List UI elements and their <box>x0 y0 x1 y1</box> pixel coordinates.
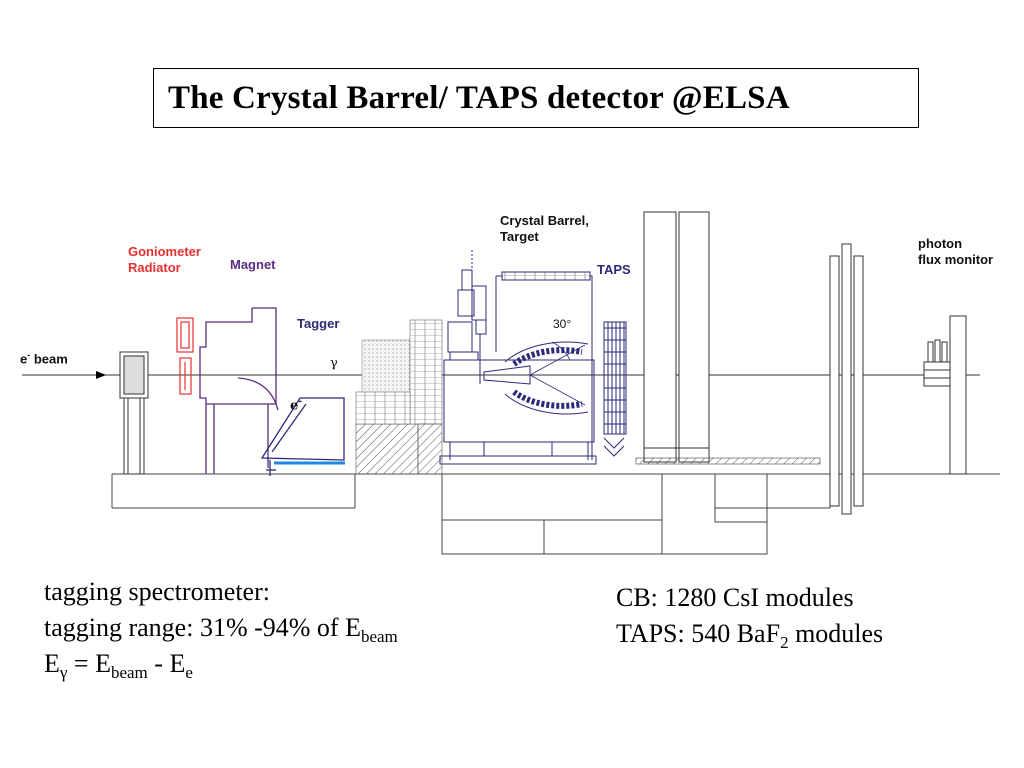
magnet-shape <box>199 307 279 474</box>
title-box: The Crystal Barrel/ TAPS detector @ELSA <box>153 68 919 128</box>
beam-label-sup: - <box>27 350 31 360</box>
flux-monitor-label: photon flux monitor <box>918 236 993 268</box>
goniometer-shape <box>176 317 194 395</box>
goniometer-label-line1: Goniometer <box>128 244 201 259</box>
taps-detector <box>603 321 627 457</box>
crystal-barrel-assembly <box>439 250 597 465</box>
tagging-info: tagging spectrometer: tagging range: 31%… <box>44 574 398 682</box>
beam-label-e: e <box>20 351 28 367</box>
radiator-stand <box>119 351 149 475</box>
formula-eq: = E <box>67 649 111 678</box>
cb-modules: CB: 1280 CsI modules <box>616 583 854 612</box>
taps-modules-suffix: modules <box>788 619 884 648</box>
crystal-barrel-label: Crystal Barrel, Target <box>500 213 589 245</box>
tall-columns <box>643 211 710 463</box>
flux-monitor-label-line2: flux monitor <box>918 252 994 267</box>
module-info: CB: 1280 CsI modules TAPS: 540 BaF2 modu… <box>616 580 883 652</box>
flux-monitor <box>923 315 967 475</box>
taps-modules-sub: 2 <box>780 633 789 652</box>
back-panels <box>829 243 864 515</box>
beam-arrow <box>96 371 106 379</box>
rail <box>635 457 821 465</box>
flux-monitor-label-line1: photon <box>918 236 963 251</box>
goniometer-label-line2: Radiator <box>128 260 181 275</box>
gamma-label: γ <box>330 356 338 371</box>
formula-sub-gamma: γ <box>59 663 68 682</box>
magnet-label: Magnet <box>230 257 276 272</box>
electron-label-sup: - <box>298 397 303 407</box>
tagging-line1: tagging spectrometer: <box>44 577 270 606</box>
beam-label-word: beam <box>30 351 68 367</box>
taps-modules-text: TAPS: 540 BaF <box>616 619 781 648</box>
electron-label: e- <box>290 394 302 414</box>
goniometer-label: Goniometer Radiator <box>128 244 201 276</box>
tagger-label: Tagger <box>297 316 340 331</box>
angle-label: 30° <box>553 317 572 331</box>
shielding-wall <box>355 319 443 475</box>
formula-sub-beam: beam <box>110 663 148 682</box>
crystal-barrel-label-line2: Target <box>500 229 539 244</box>
tagging-line2: tagging range: 31% -94% of Ebeam <box>44 610 398 646</box>
formula-minus: - E <box>147 649 186 678</box>
formula-e1: E <box>44 649 60 678</box>
tagging-line2-text: tagging range: 31% -94% of E <box>44 613 361 642</box>
crystal-barrel-label-line1: Crystal Barrel, <box>500 213 589 228</box>
tagger-shape <box>260 397 345 476</box>
taps-label: TAPS <box>597 262 631 277</box>
energy-formula: Eγ = Ebeam - Ee <box>44 646 398 682</box>
taps-modules: TAPS: 540 BaF2 modules <box>616 616 883 652</box>
electron-label-e: e <box>290 398 299 414</box>
floor <box>111 473 1000 555</box>
formula-sub-e: e <box>185 663 193 682</box>
tagging-line2-sub: beam <box>360 627 398 646</box>
page-title: The Crystal Barrel/ TAPS detector @ELSA <box>168 79 790 116</box>
beam-label: e- beam <box>20 347 68 367</box>
